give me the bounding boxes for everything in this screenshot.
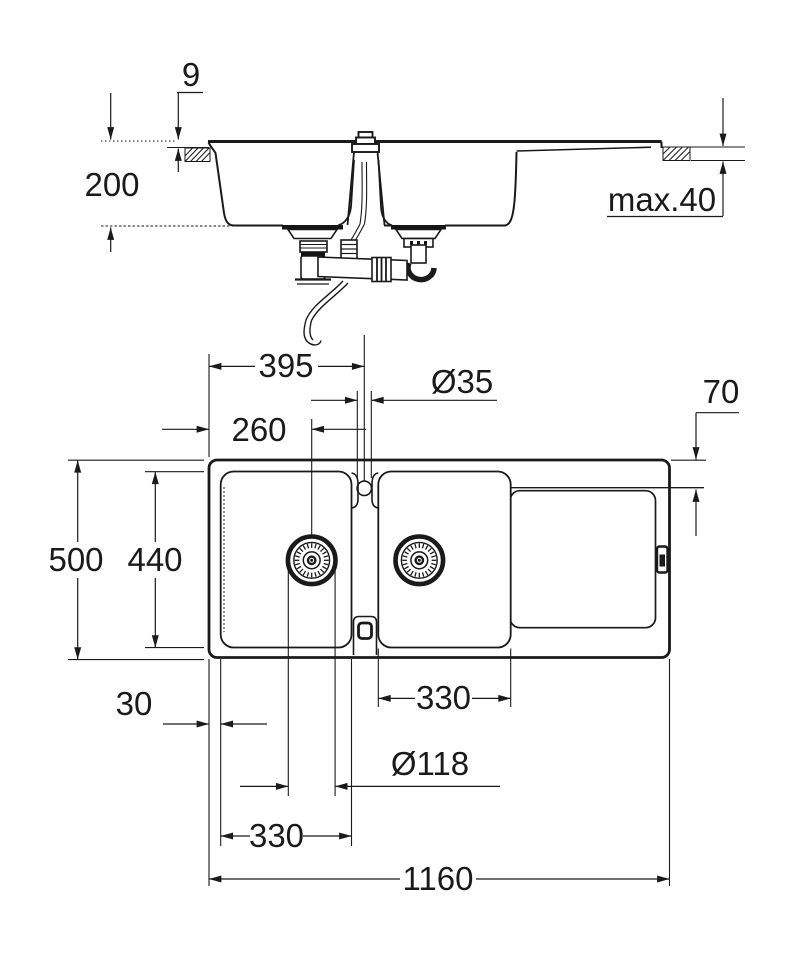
dim-label-70: 70 <box>703 373 740 410</box>
dim-drain-diameter: Ø118 <box>240 745 500 790</box>
left-bowl-wall <box>207 142 283 227</box>
dim-label-max40: max.40 <box>608 181 716 218</box>
dim-overall-length: 1160 <box>209 860 670 897</box>
dim-edge-to-drain: 260 <box>162 411 366 448</box>
plan-view: 395 Ø35 260 70 500 <box>48 335 739 897</box>
sink-outline <box>207 458 671 659</box>
drainer-slope <box>516 146 652 152</box>
dim-label-1160: 1160 <box>403 860 474 897</box>
drainer-area <box>509 489 657 629</box>
dim-label-500: 500 <box>48 541 103 578</box>
left-drain <box>288 537 336 585</box>
dim-label-330-left: 330 <box>249 817 304 854</box>
overflow-button <box>357 621 373 640</box>
waste-pipe <box>317 256 408 281</box>
dim-rear-ledge: 70 <box>692 373 740 536</box>
middle-drain <box>396 537 444 585</box>
dim-bowl-inner-depth: 440 <box>127 471 183 648</box>
counter-hatch-left <box>184 147 211 162</box>
dim-faucet-hole: Ø35 <box>311 363 497 404</box>
dim-counter-thickness: max.40 <box>607 98 727 218</box>
dim-rim-height: 9 <box>174 56 203 172</box>
faucet-hole <box>356 480 373 497</box>
dim-edge-to-bowl: 30 <box>116 685 267 728</box>
dim-label-30: 30 <box>116 685 153 722</box>
dim-label-200: 200 <box>84 166 139 203</box>
dim-label-o118: Ø118 <box>391 745 469 782</box>
dim-middle-bowl-width: 330 <box>378 679 511 716</box>
supply-hose <box>359 161 368 225</box>
faucet <box>346 131 386 226</box>
dim-label-260: 260 <box>231 411 286 448</box>
right-bowl-wall <box>504 151 518 227</box>
dim-label-330-middle: 330 <box>416 679 471 716</box>
side-view: 9 200 max.40 <box>84 56 745 346</box>
dim-label-9: 9 <box>182 56 200 93</box>
drain-plumbing <box>282 223 446 346</box>
left-strainer-flange <box>282 225 343 230</box>
dim-label-o35: Ø35 <box>431 363 493 400</box>
dim-overall-depth: 500 <box>48 460 104 660</box>
extension-lines <box>68 335 706 886</box>
dim-edge-to-faucet: 395 <box>209 347 365 384</box>
dim-left-bowl-width: 330 <box>220 817 352 854</box>
counter-hatch-right <box>662 146 691 161</box>
flexible-hose <box>303 280 344 346</box>
dim-bowl-depth: 200 <box>84 93 140 252</box>
overflow-pocket <box>352 615 378 655</box>
middle-strainer-flange <box>391 225 446 230</box>
dim-label-440: 440 <box>127 541 182 578</box>
elbow-bend <box>405 261 437 283</box>
dim-label-395: 395 <box>258 347 313 384</box>
